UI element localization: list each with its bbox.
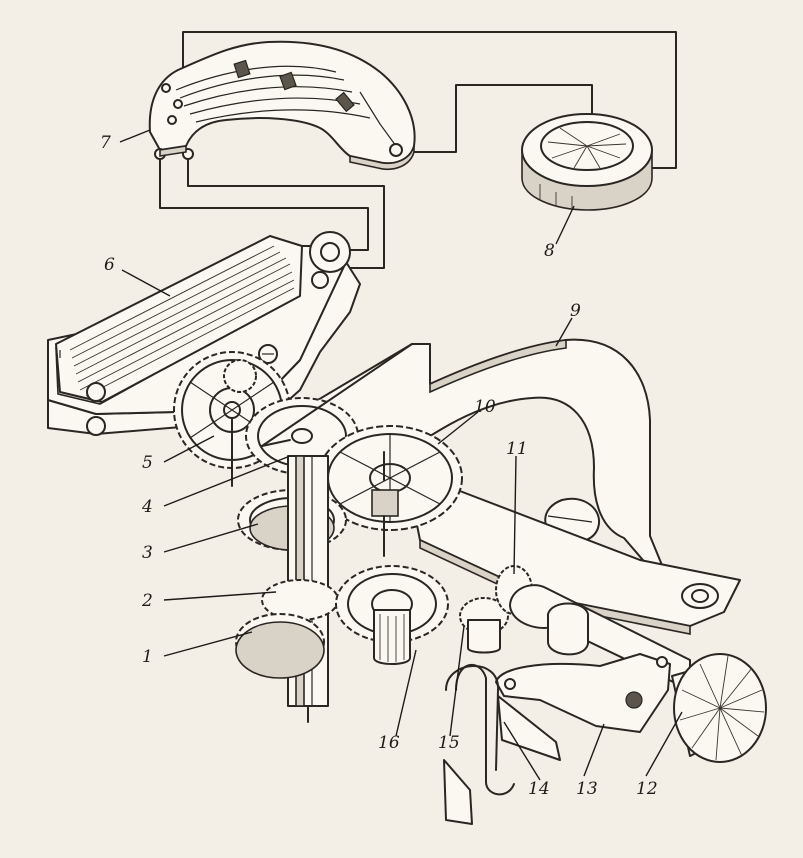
setting-mechanism [443, 584, 767, 825]
leader-lines [119, 129, 683, 781]
callouts: 1 2 3 4 5 6 7 8 9 10 11 12 13 14 15 16 [100, 133, 658, 799]
circuit-board [148, 40, 416, 170]
callout-16: 16 [378, 733, 400, 753]
callout-12: 12 [636, 779, 658, 799]
callout-14: 14 [528, 779, 550, 799]
callout-13: 13 [576, 779, 598, 799]
callout-7: 7 [100, 133, 111, 153]
callout-15: 15 [438, 733, 460, 753]
callout-10: 10 [474, 397, 496, 417]
callout-2: 2 [141, 591, 153, 611]
callout-3: 3 [142, 543, 153, 563]
gear-train [173, 343, 533, 723]
callout-9: 9 [570, 301, 581, 321]
callout-5: 5 [142, 453, 153, 473]
wiring [159, 31, 677, 269]
callout-1: 1 [142, 647, 153, 667]
callout-11: 11 [506, 439, 528, 459]
battery-cell [521, 113, 653, 211]
callout-6: 6 [104, 255, 115, 275]
bridge-arm [263, 338, 741, 635]
callout-4: 4 [141, 497, 153, 517]
callout-8: 8 [544, 241, 555, 261]
